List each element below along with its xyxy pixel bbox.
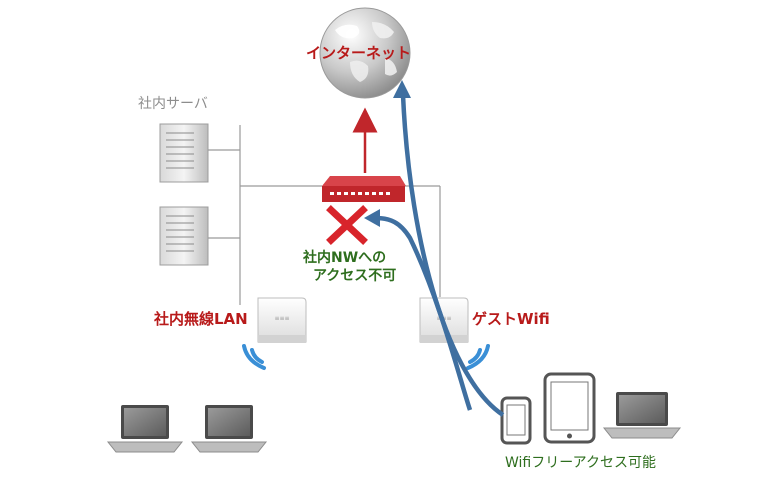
- access-point-icon: ≡≡≡: [257, 297, 307, 343]
- globe-icon: [319, 7, 411, 99]
- laptop-icon: [602, 392, 682, 439]
- smartphone-icon: [500, 396, 532, 445]
- guest-internet-path: [393, 80, 505, 417]
- network-lines: [208, 125, 441, 305]
- internal-wlan-label: 社内無線LAN: [154, 310, 248, 328]
- cross-icon: [326, 205, 368, 245]
- guest-wifi-label: ゲストWifi: [472, 310, 550, 328]
- internet-label: インターネット: [306, 44, 412, 62]
- blocked-label-line1: 社内NWへの: [303, 250, 387, 266]
- wifi-signal-icon: [242, 344, 266, 370]
- laptop-icon: [106, 405, 184, 453]
- wifi-signal-icon: [466, 344, 490, 370]
- blocked-label-line2: アクセス不可: [313, 268, 397, 284]
- servers-label: 社内サーバ: [138, 96, 208, 112]
- laptop-icon: [190, 405, 268, 453]
- guest-blocked-path: [364, 209, 473, 411]
- free-access-label: Wifiフリーアクセス可能: [505, 455, 656, 471]
- server-icon: [159, 123, 209, 183]
- svg-text:≡≡≡: ≡≡≡: [274, 315, 289, 322]
- router-icon: [322, 176, 406, 202]
- tablet-icon: [543, 372, 596, 444]
- server-icon: [159, 206, 209, 266]
